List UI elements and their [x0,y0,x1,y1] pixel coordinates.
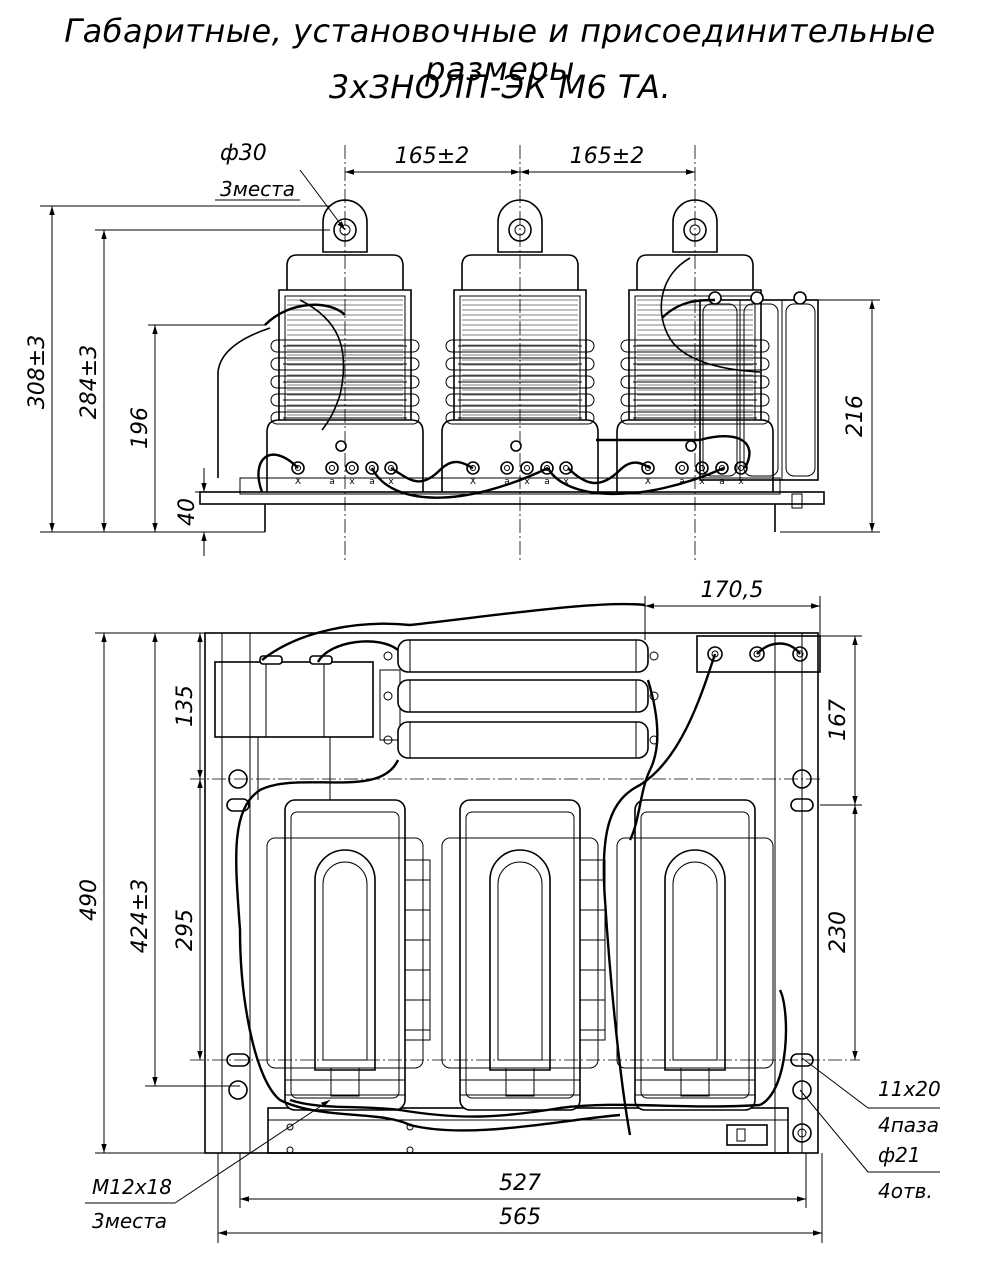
note-thread-count: 3места [92,1209,167,1233]
dim-hole-diameter: ф30 [220,141,267,166]
terminal-label: а [329,477,335,487]
dim-height-eye: 284±3 [77,345,102,419]
nameplate [726,1124,768,1146]
dim-depth-top: 135 [173,685,198,727]
fuse-block [699,291,819,509]
terminal-label: а [504,477,510,487]
top-wire-5 [756,642,801,655]
top-wire-6 [628,679,659,841]
terminal-label: х [699,477,705,487]
terminal-label: Х [295,477,301,487]
top-transformer-units [266,799,774,1154]
front-wire-6 [370,466,549,499]
top-transformer-unit [616,799,774,1111]
dim-depth-inner: 424±3 [128,879,153,953]
dim-height-base: 40 [175,498,200,526]
note-thread: М12х18 [92,1175,172,1199]
terminal-label: х [524,477,530,487]
top-transformer-unit [266,799,424,1111]
leader-thread [174,1099,331,1204]
terminal-label: х [388,477,394,487]
terminal-label: х [349,477,355,487]
top-wire-3 [235,759,621,1132]
dim-depth-total: 490 [77,879,102,921]
terminal-label: а [719,477,725,487]
dim-right-lower: 230 [826,911,851,953]
front-wire-4 [390,460,474,483]
dim-width-total: 565 [499,1205,541,1230]
top-wire-4 [602,653,717,1136]
dim-height-right: 216 [843,395,868,437]
dim-height-body: 196 [128,407,153,449]
front-base-plate [199,491,825,505]
top-wire-2 [316,640,399,663]
drawing-title-line-2: 3хЗНОЛП-ЭК М6 ТА. [328,68,672,106]
dim-width-inner: 527 [499,1171,541,1196]
note-hole-diameter: ф21 [878,1143,921,1167]
top-transformer-unit [441,799,599,1111]
front-section-edge [217,327,271,478]
front-wire-8 [596,435,751,469]
terminal-label: а [544,477,550,487]
leader-hole [799,1089,869,1173]
terminal-label: Х [645,477,651,487]
dim-depth-mid: 295 [173,909,198,951]
terminal-label: а [679,477,685,487]
terminal-box [214,661,374,738]
dim-offset-right: 170,5 [701,578,764,603]
terminal-strip [696,635,821,673]
fuse-cylinders [383,639,659,759]
front-wire-7 [546,466,725,496]
front-wire-1 [264,303,346,326]
dim-hole-count: 3места [220,177,295,201]
top-view: 170,5 527 565 490 424±3 135 295 167 230 [77,578,941,1243]
dim-height-total: 308±3 [25,335,50,409]
front-wire-2 [661,298,716,319]
top-wire-7 [289,1098,761,1118]
dim-spacing-2: 165±2 [570,144,644,169]
top-wire-8 [759,989,788,1107]
terminal-label: а [369,477,375,487]
dim-spacing-1: 165±2 [395,144,469,169]
terminal-label: х [738,477,744,487]
front-wire-3 [257,453,299,493]
front-wire-5 [567,461,651,485]
dim-right-upper: 167 [826,699,851,741]
terminal-label: Х [470,477,476,487]
note-hole-count: 4отв. [878,1179,933,1203]
leader-slot [801,1057,869,1109]
leader-phi30 [299,169,346,231]
note-slot-count: 4паза [878,1113,939,1137]
top-wire-1 [261,602,646,661]
drawing-title-line-1: Габаритные, установочные и присоединител… [64,12,936,88]
note-slot-size: 11х20 [878,1077,941,1101]
terminal-label: х [563,477,569,487]
